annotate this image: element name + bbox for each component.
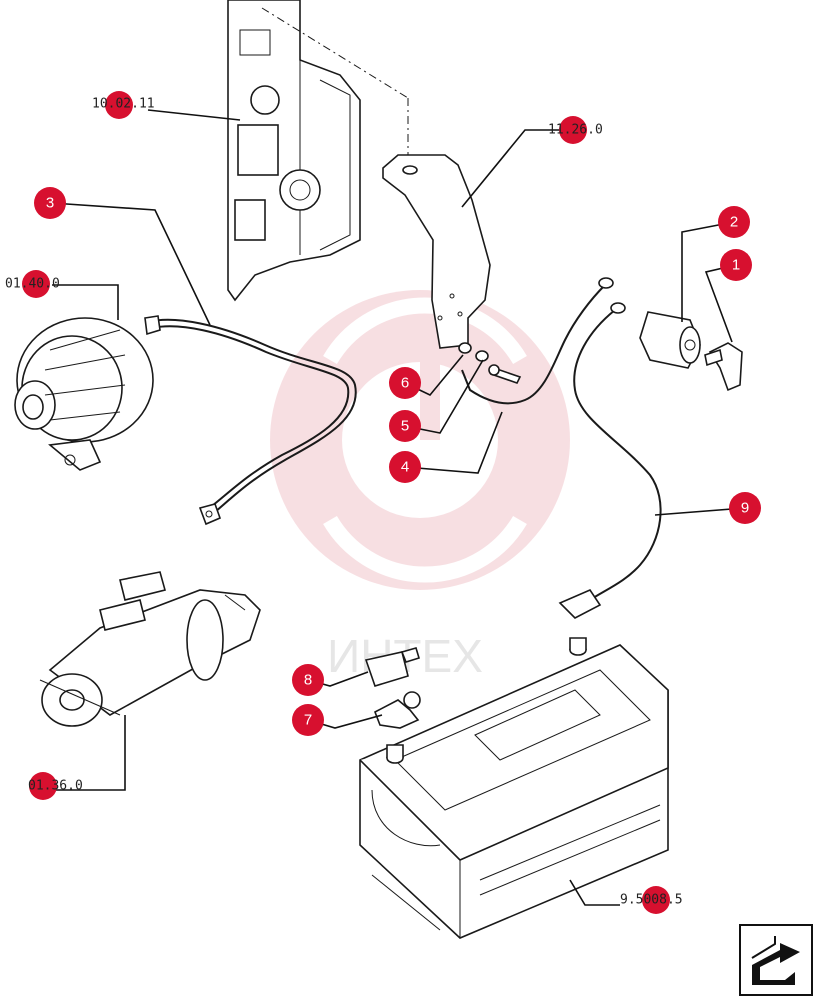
alternator <box>14 317 154 471</box>
svg-text:5: 5 <box>401 418 409 435</box>
callout-2[interactable]: 2 <box>718 206 750 238</box>
cable-4 <box>458 277 614 405</box>
svg-text:7: 7 <box>304 712 312 729</box>
ref-bracket[interactable]: 11.26.0 <box>548 116 603 144</box>
starter-motor <box>39 571 261 727</box>
watermark-logo <box>270 290 570 590</box>
callout-4[interactable]: 4 <box>389 451 421 483</box>
svg-text:9: 9 <box>741 500 749 517</box>
svg-text:3: 3 <box>46 195 54 212</box>
callout-5[interactable]: 5 <box>389 410 421 442</box>
svg-text:9.5008.5: 9.5008.5 <box>620 893 683 908</box>
battery-clamp <box>373 691 421 729</box>
svg-text:10.02.11: 10.02.11 <box>92 97 155 112</box>
ref-alternator[interactable]: 01.40.0 <box>5 270 60 298</box>
ref-battery[interactable]: 9.5008.5 <box>620 886 683 914</box>
ref-engine[interactable]: 10.02.11 <box>92 91 155 119</box>
next-page-arrow-icon[interactable] <box>739 924 813 996</box>
cable-3 <box>144 315 357 526</box>
terminal-boot <box>364 647 420 687</box>
callout-7[interactable]: 7 <box>292 704 324 736</box>
svg-text:8: 8 <box>304 672 312 689</box>
callout-8[interactable]: 8 <box>292 664 324 696</box>
ignition-key <box>704 342 743 392</box>
svg-text:11.26.0: 11.26.0 <box>548 123 603 138</box>
mounting-bracket <box>382 154 491 349</box>
engine-block <box>227 0 409 302</box>
ignition-switch <box>639 311 701 369</box>
callout-1[interactable]: 1 <box>720 249 752 281</box>
svg-text:4: 4 <box>401 459 409 476</box>
callout-9[interactable]: 9 <box>729 492 761 524</box>
svg-text:01.36.0: 01.36.0 <box>28 779 83 794</box>
svg-text:6: 6 <box>401 375 409 392</box>
svg-text:2: 2 <box>730 214 738 231</box>
battery <box>359 637 669 939</box>
svg-text:1: 1 <box>732 257 740 274</box>
callout-3[interactable]: 3 <box>34 187 66 219</box>
ref-starter[interactable]: 01.36.0 <box>28 772 83 800</box>
callout-6[interactable]: 6 <box>389 367 421 399</box>
svg-text:01.40.0: 01.40.0 <box>5 277 60 292</box>
cable-9 <box>558 302 662 619</box>
leader-lines <box>51 109 746 906</box>
